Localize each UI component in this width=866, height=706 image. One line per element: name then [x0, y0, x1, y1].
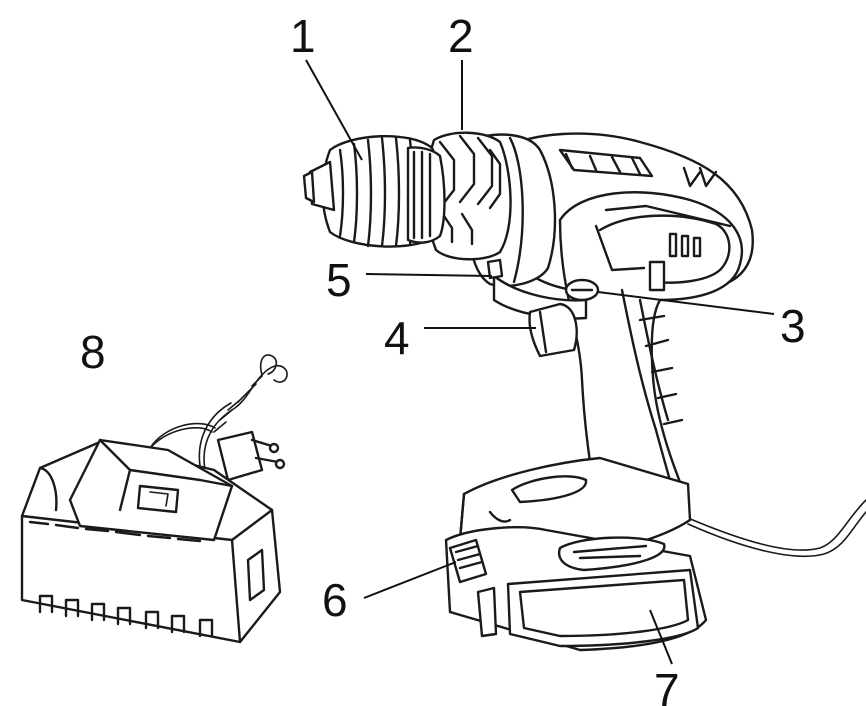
- leader-line-7: [649, 609, 673, 665]
- callout-label-6: 6: [322, 574, 348, 626]
- drill-illustration: [302, 131, 866, 652]
- callout-label-1: 1: [290, 10, 316, 62]
- leader-line-1: [305, 59, 363, 161]
- charger-illustration: [20, 354, 288, 644]
- leader-lines: [305, 59, 775, 665]
- callout-label-7: 7: [654, 664, 680, 706]
- callout-label-5: 5: [326, 254, 352, 306]
- leader-line-5: [365, 273, 493, 277]
- callout-numbers: 1 2 3 4 5 6 7 8: [80, 10, 806, 706]
- leader-line-3: [597, 291, 775, 315]
- callout-label-8: 8: [80, 326, 106, 378]
- callout-label-4: 4: [384, 312, 410, 364]
- callout-label-3: 3: [780, 300, 806, 352]
- leader-line-6: [363, 561, 457, 599]
- callout-label-2: 2: [448, 10, 474, 62]
